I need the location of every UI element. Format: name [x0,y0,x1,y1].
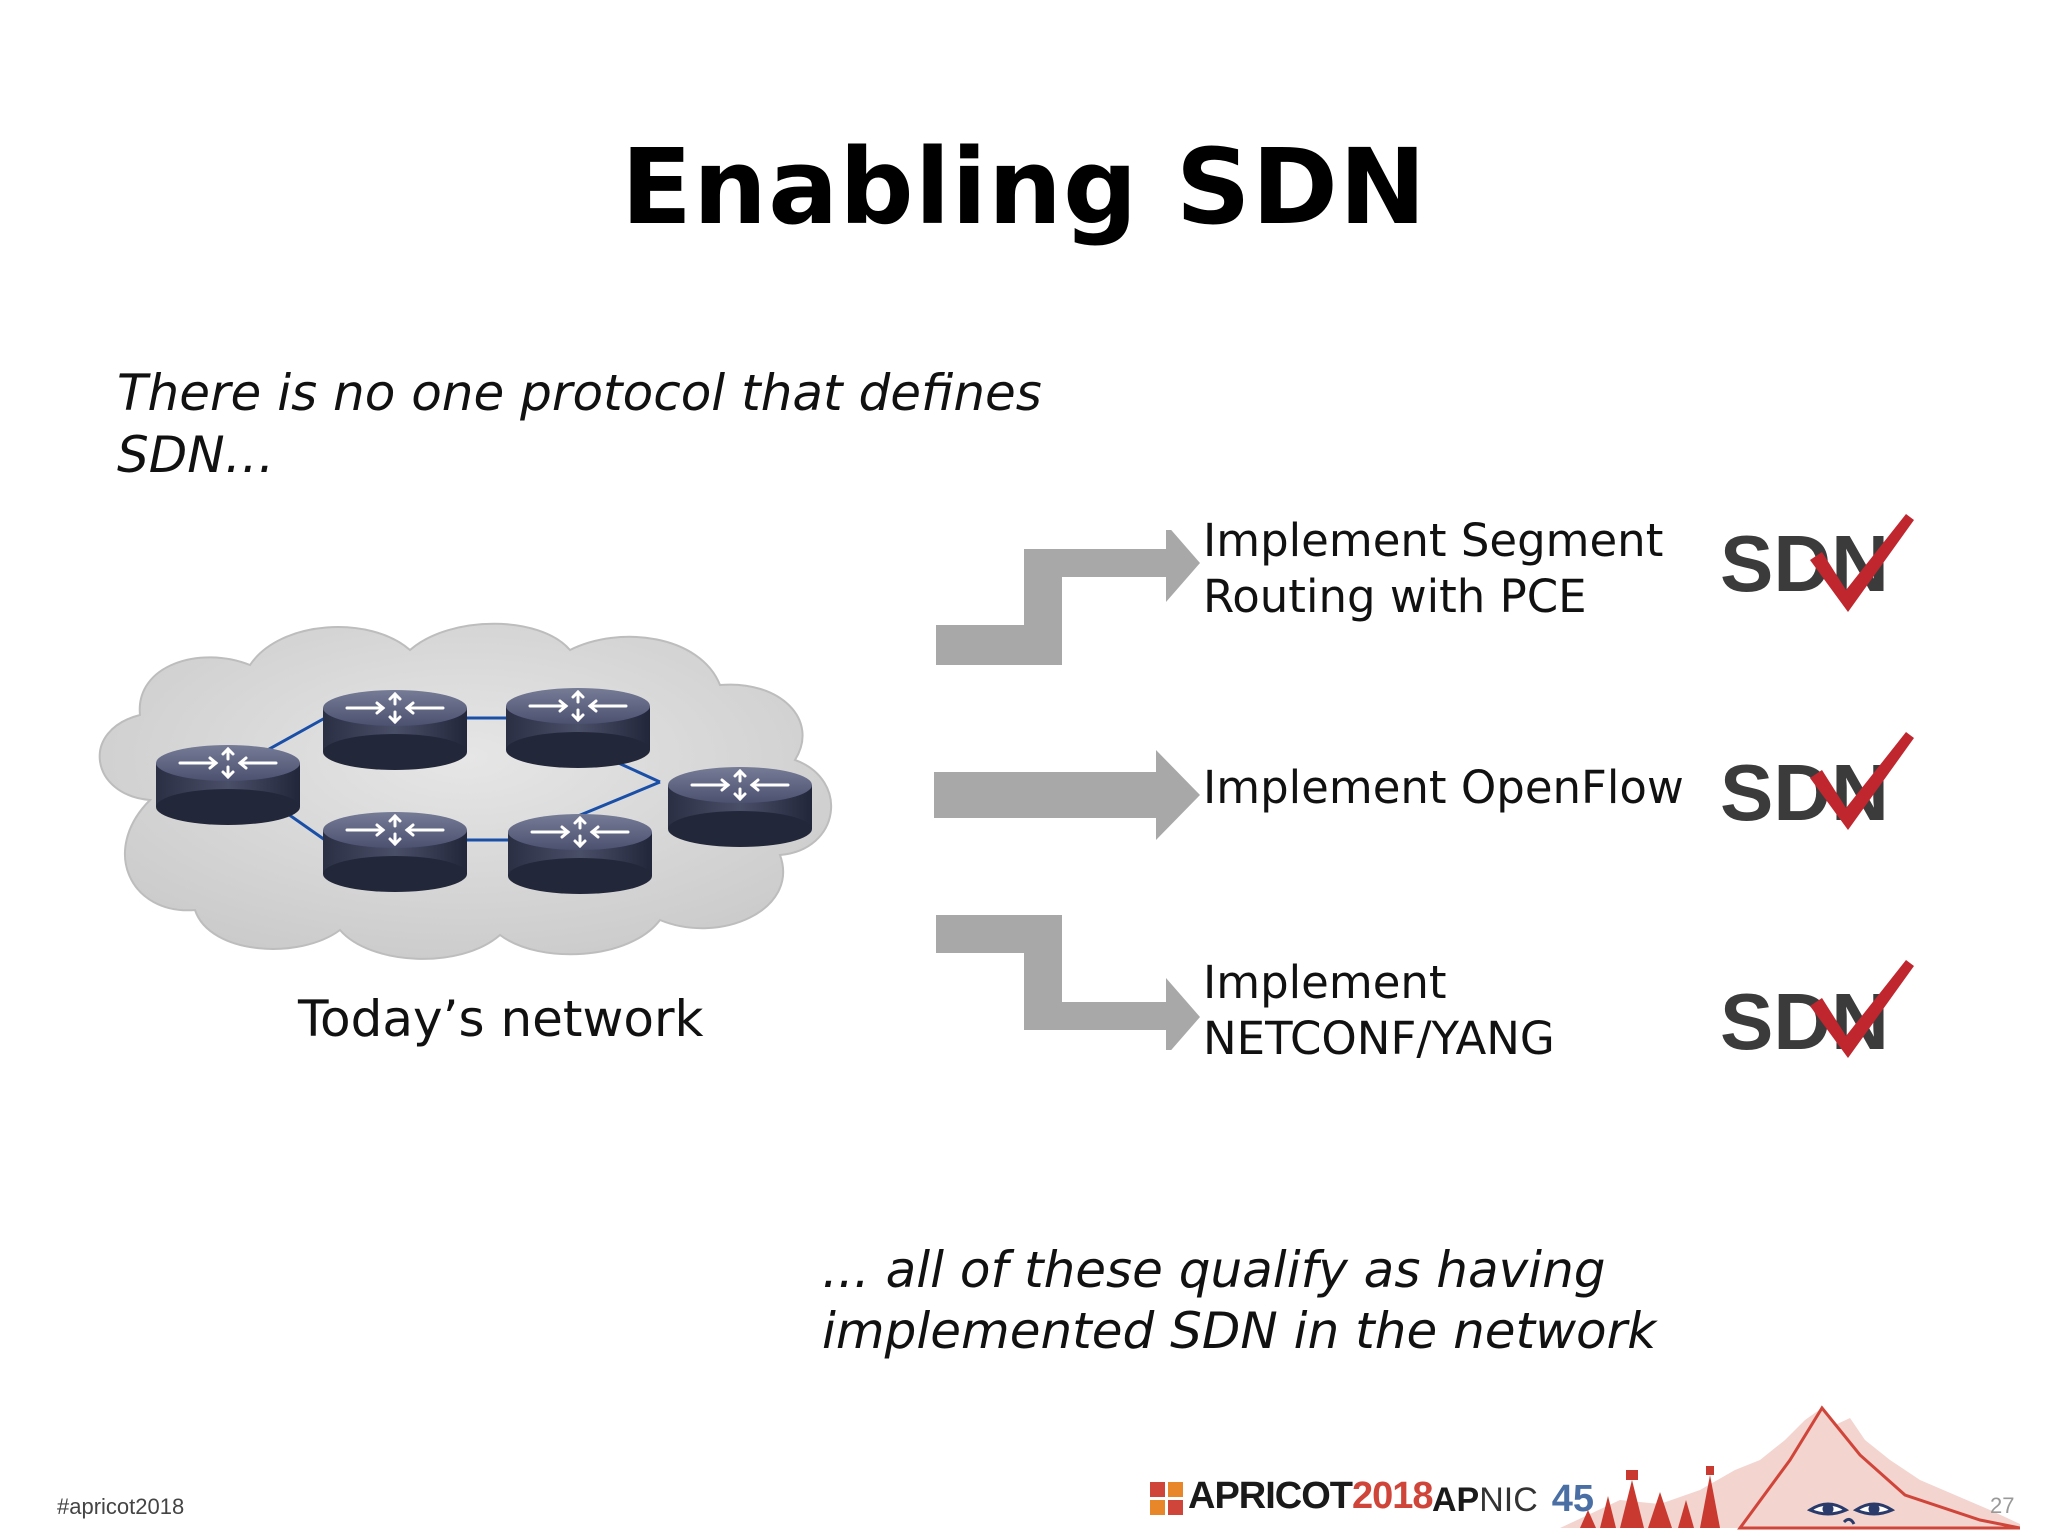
checkmark-icon [1810,732,1914,830]
router-icon [321,688,469,772]
slide-title: Enabling SDN [621,126,1427,248]
arrows-group [934,530,1200,1050]
option-openflow: Implement OpenFlow [1203,761,1684,814]
network-caption: Today’s network [298,990,704,1048]
mountain-skyline-illustration [1560,1405,2020,1530]
step-down-arrow-icon [936,915,1200,1050]
page-number: 27 [1990,1493,2015,1518]
option-segment-routing: Implement Segment Routing with PCE [1203,514,1664,623]
router-icon [506,812,654,896]
conclusion-text: ... all of these qualify as having imple… [822,1241,1657,1360]
apnic-number: 45 [1551,1478,1595,1520]
buddha-eyes-icon [1806,1502,1896,1525]
router-icon [321,810,469,894]
router-icon [504,686,652,770]
apricot-brand: APRICOT [1188,1475,1353,1517]
apricot-year: 2018 [1352,1475,1434,1517]
checkmark-icon [1810,960,1914,1058]
option-netconf-yang: Implement NETCONF/YANG [1203,956,1555,1065]
right-arrow-icon [934,750,1200,840]
apnic-nic: NIC [1479,1481,1538,1519]
apricot-logo-icon [1150,1482,1183,1515]
checkmark-icon [1810,514,1914,612]
apnic-wordmark: APNIC 45 [1432,1480,1594,1518]
router-icon [666,765,814,849]
step-up-arrow-icon [936,530,1200,665]
apricot-wordmark: APRICOT2018 [1188,1475,1434,1517]
intro-text: There is no one protocol that defines SD… [117,364,1042,484]
footer-hashtag: #apricot2018 [57,1494,185,1519]
network-cloud-diagram [98,622,833,960]
apnic-ap: AP [1432,1481,1480,1519]
router-icon [154,743,302,827]
